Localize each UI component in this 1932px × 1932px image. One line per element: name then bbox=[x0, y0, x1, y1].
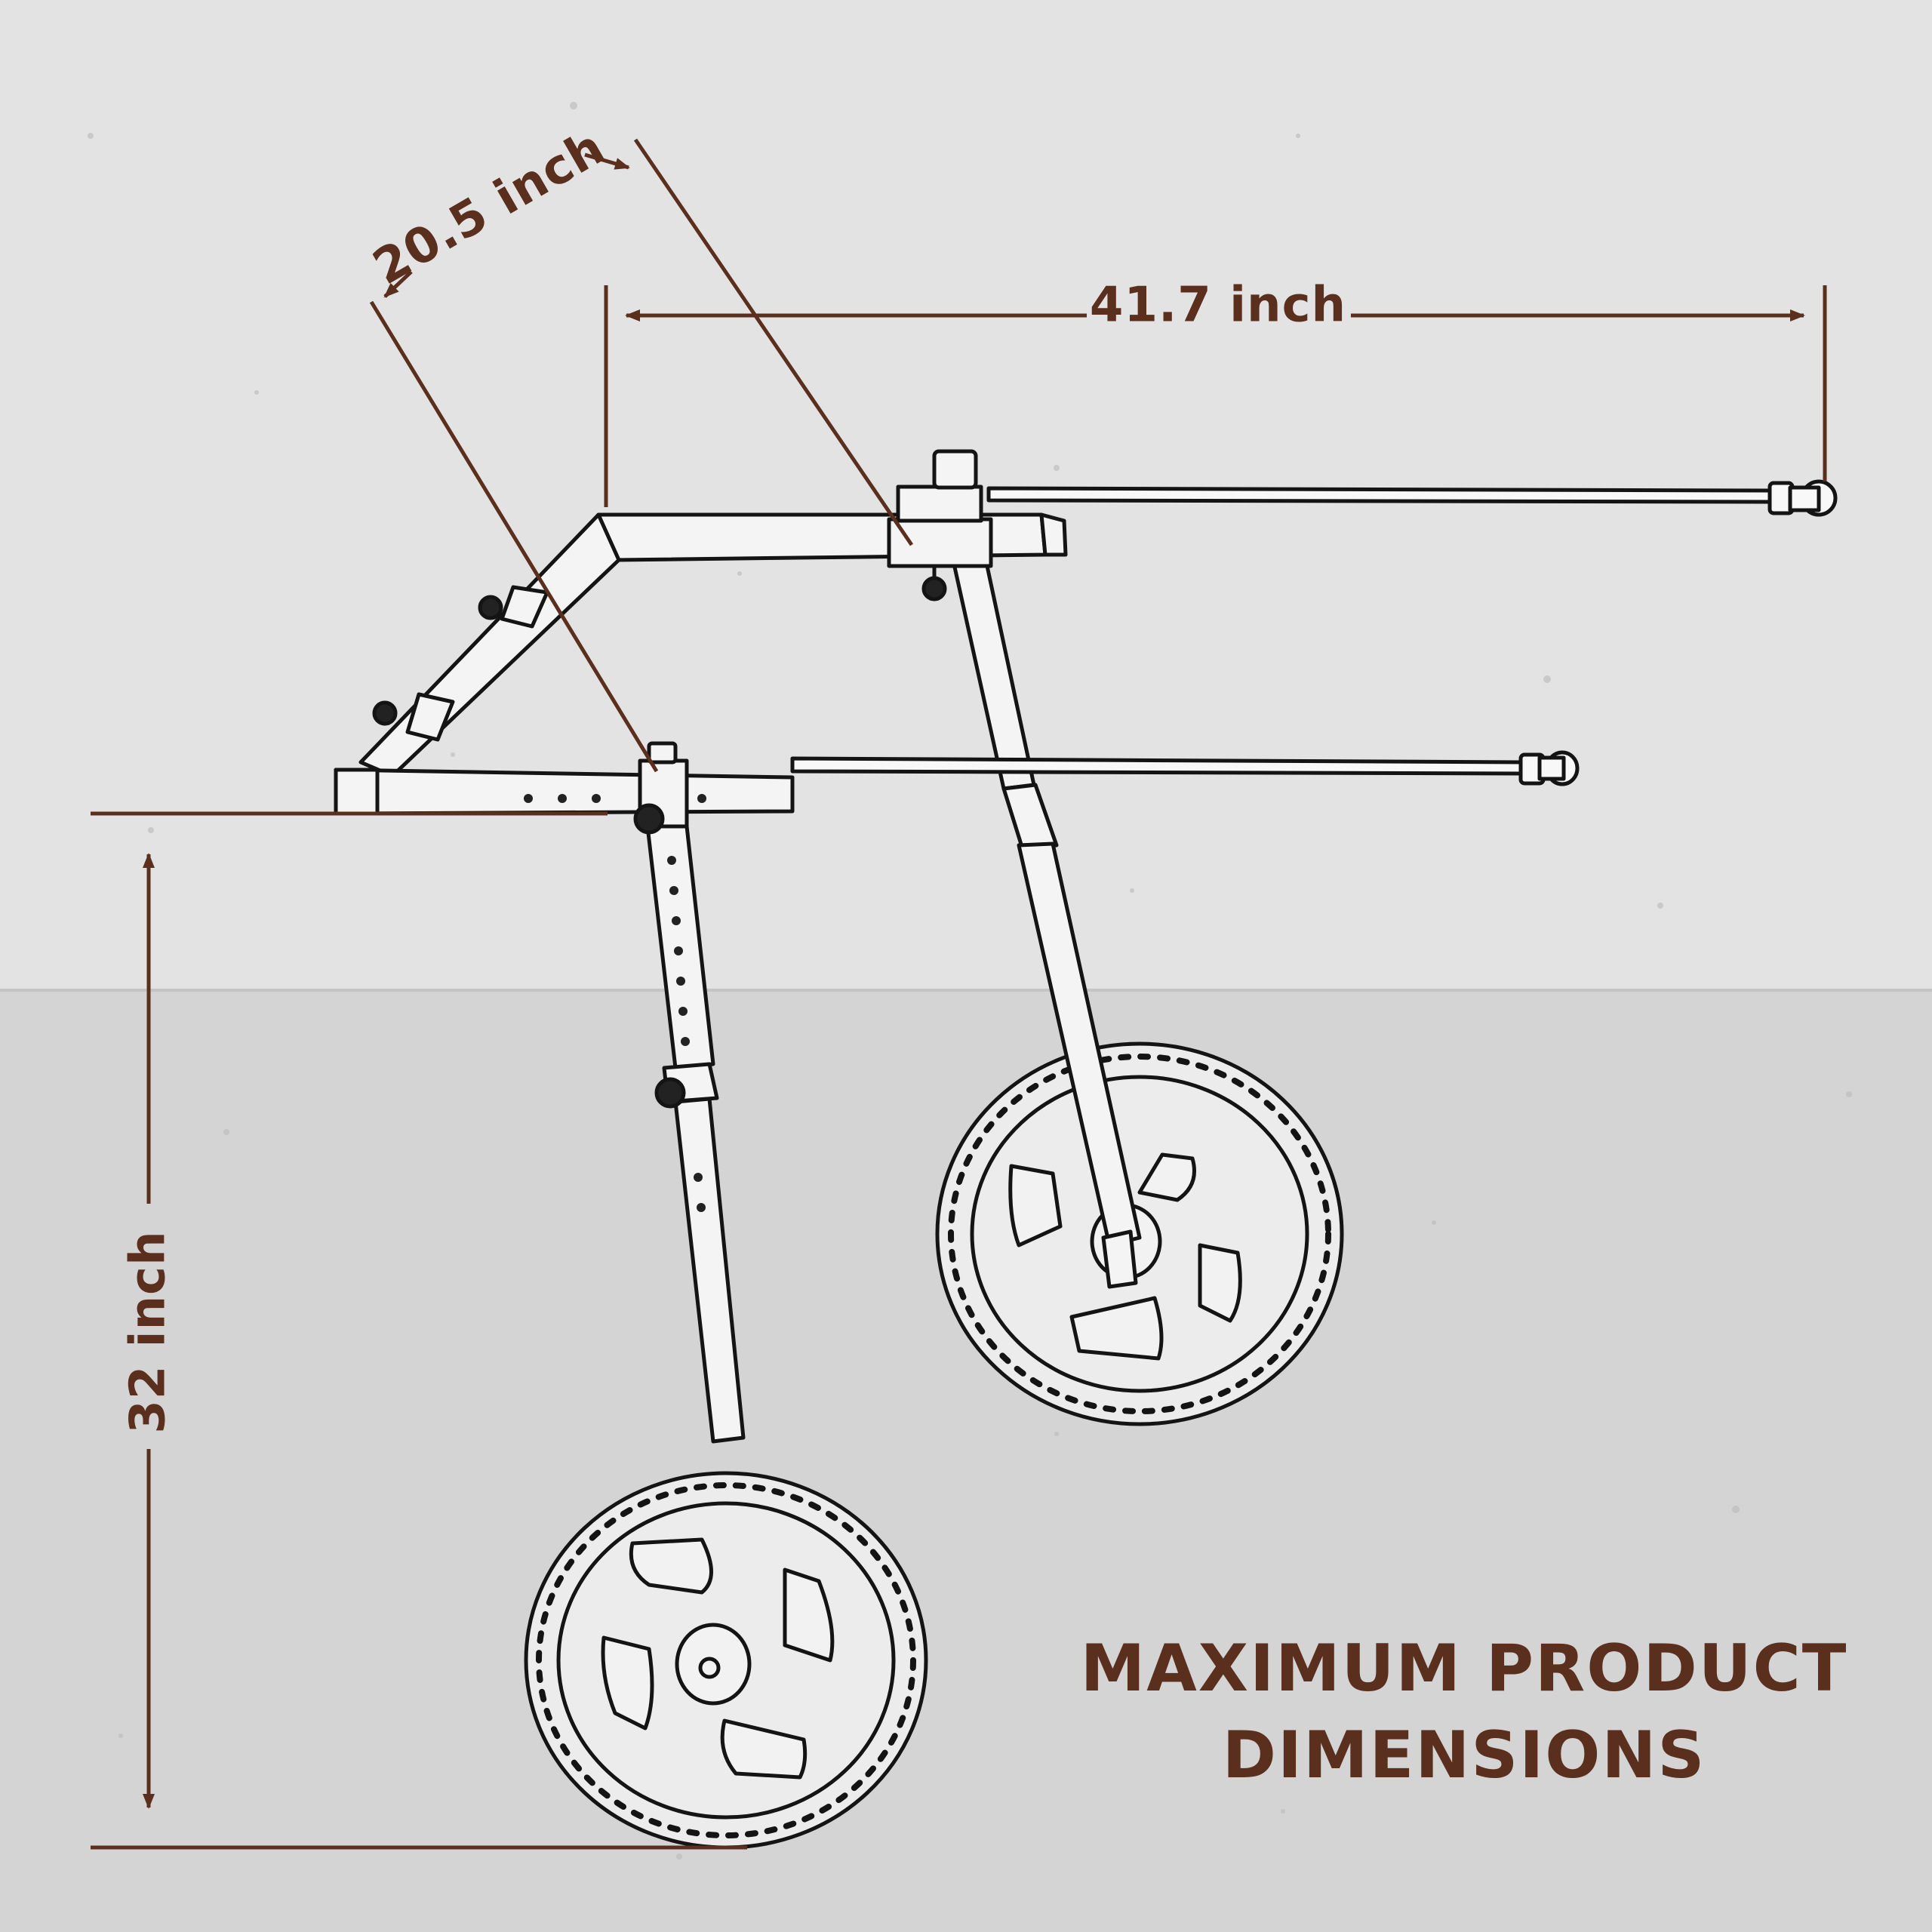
wheelchair-cart bbox=[334, 449, 1838, 1850]
front-upright bbox=[633, 803, 746, 1444]
top-frame bbox=[596, 449, 1068, 601]
caption-line-1: MAXIMUM PRODUCT bbox=[1081, 1631, 1848, 1706]
length-label: 41.7 inch bbox=[1090, 278, 1346, 334]
depth-extension-left bbox=[369, 300, 659, 773]
depth-arrow-right bbox=[584, 152, 630, 170]
bottom-handle-rod bbox=[790, 750, 1580, 786]
height-label: 32 inch bbox=[121, 1230, 177, 1433]
depth-arrow-left bbox=[383, 270, 413, 298]
depth-extension-right bbox=[633, 138, 914, 546]
rear-upright bbox=[950, 553, 1142, 1289]
caption: MAXIMUM PRODUCT DIMENSIONS bbox=[1081, 1631, 1848, 1793]
front-wheel bbox=[524, 1471, 928, 1850]
diagonal-arm bbox=[358, 512, 621, 778]
dimension-lines bbox=[91, 138, 1827, 1850]
top-handle-rod bbox=[986, 479, 1838, 517]
caption-line-2: DIMENSIONS bbox=[1223, 1718, 1706, 1793]
concrete-speckles bbox=[88, 102, 1852, 1860]
